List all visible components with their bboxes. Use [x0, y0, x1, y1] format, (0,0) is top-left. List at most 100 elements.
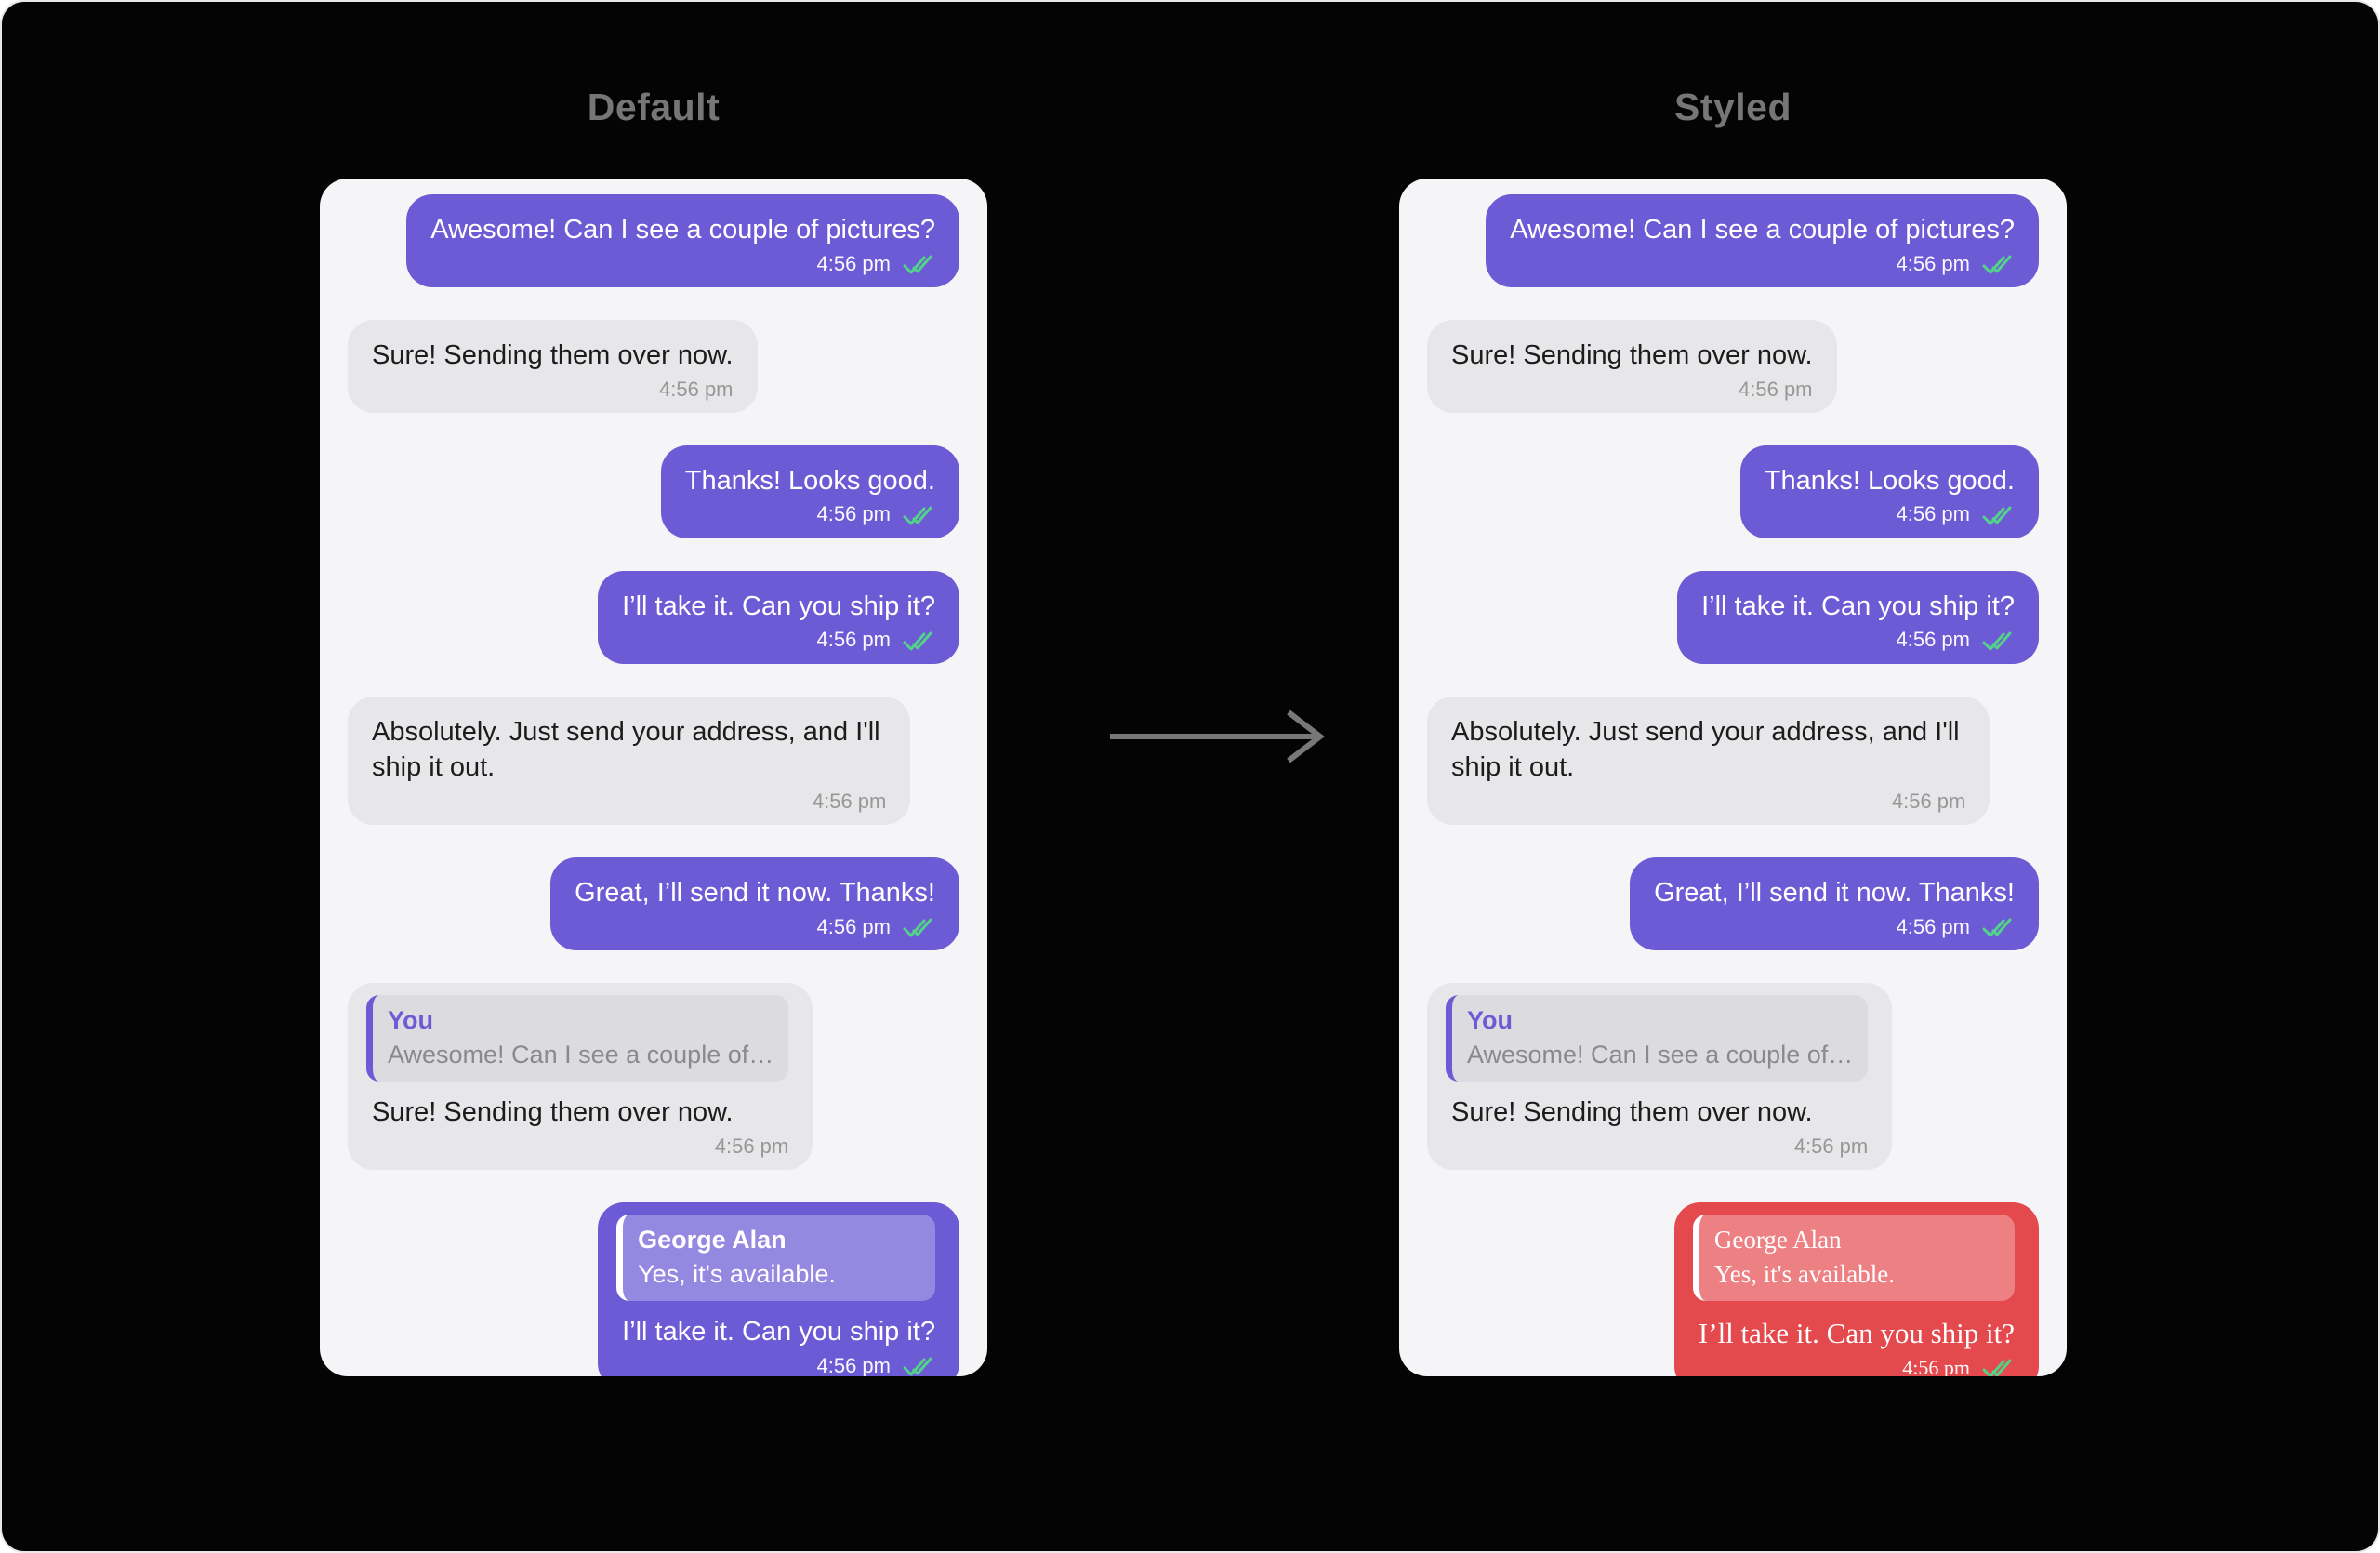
quoted-reply[interactable]: George Alan Yes, it's available.	[1692, 1215, 2015, 1301]
message-row: Thanks! Looks good. 4:56 pm	[348, 445, 959, 538]
message-meta: 4:56 pm	[1699, 1356, 2015, 1376]
message-text: Sure! Sending them over now.	[372, 339, 734, 370]
outgoing-message-bubble[interactable]: Awesome! Can I see a couple of pictures?…	[406, 194, 959, 287]
outgoing-message-bubble[interactable]: Great, I’ll send it now. Thanks! 4:56 pm	[550, 857, 959, 951]
incoming-message-bubble[interactable]: Absolutely. Just send your address, and …	[348, 696, 911, 826]
quoted-author: You	[388, 1006, 433, 1035]
message-meta: 4:56 pm	[575, 915, 935, 939]
message-meta: 4:56 pm	[1701, 628, 2015, 652]
message-meta: 4:56 pm	[1451, 1134, 1869, 1159]
message-timestamp: 4:56 pm	[812, 789, 887, 813]
outgoing-reply-message-bubble[interactable]: George Alan Yes, it's available. I’ll ta…	[598, 1202, 959, 1376]
message-row: Great, I’ll send it now. Thanks! 4:56 pm	[1427, 857, 2039, 951]
quoted-text: Awesome! Can I see a couple of…	[388, 1040, 774, 1069]
transform-arrow	[1106, 707, 1328, 766]
quoted-text: Awesome! Can I see a couple of…	[1467, 1040, 1854, 1069]
styled-column-title: Styled	[1673, 86, 1792, 128]
message-meta: 4:56 pm	[1765, 502, 2015, 526]
message-row: I’ll take it. Can you ship it? 4:56 pm	[348, 570, 959, 664]
incoming-reply-message-bubble[interactable]: You Awesome! Can I see a couple of… Sure…	[1427, 983, 1893, 1171]
message-row: George Alan Yes, it's available. I’ll ta…	[1427, 1202, 2039, 1376]
message-text: Sure! Sending them over now.	[372, 1097, 734, 1128]
message-timestamp: 4:56 pm	[1896, 628, 1971, 652]
message-meta: 4:56 pm	[1451, 378, 1813, 402]
message-row: Awesome! Can I see a couple of pictures?…	[1427, 194, 2039, 287]
message-text: Absolutely. Just send your address, and …	[372, 716, 880, 783]
message-text: Sure! Sending them over now.	[1451, 339, 1813, 370]
message-timestamp: 4:56 pm	[1896, 251, 1971, 275]
message-timestamp: 4:56 pm	[816, 914, 892, 938]
message-timestamp: 4:56 pm	[1739, 377, 1813, 401]
message-row: Sure! Sending them over now. 4:56 pm	[348, 319, 959, 413]
incoming-reply-message-bubble[interactable]: You Awesome! Can I see a couple of… Sure…	[348, 983, 813, 1171]
message-timestamp: 4:56 pm	[1793, 1134, 1869, 1158]
message-text: Awesome! Can I see a couple of pictures?	[1510, 215, 2015, 245]
message-row: Absolutely. Just send your address, and …	[1427, 696, 2039, 826]
message-meta: 4:56 pm	[622, 628, 935, 652]
message-row: Absolutely. Just send your address, and …	[348, 696, 959, 826]
message-row: Thanks! Looks good. 4:56 pm	[1427, 445, 2039, 538]
message-text: I’ll take it. Can you ship it?	[622, 591, 935, 621]
message-text: I’ll take it. Can you ship it?	[622, 1316, 935, 1347]
quoted-text: Yes, it's available.	[638, 1259, 836, 1288]
outgoing-reply-message-bubble-styled[interactable]: George Alan Yes, it's available. I’ll ta…	[1673, 1202, 2039, 1376]
message-meta: 4:56 pm	[685, 502, 935, 526]
read-receipt-icon	[1982, 918, 2012, 937]
message-row: George Alan Yes, it's available. I’ll ta…	[348, 1202, 959, 1376]
outgoing-message-bubble[interactable]: Thanks! Looks good. 4:56 pm	[1739, 445, 2039, 538]
message-timestamp: 4:56 pm	[1902, 1356, 1970, 1376]
incoming-message-bubble[interactable]: Sure! Sending them over now. 4:56 pm	[348, 319, 758, 413]
message-meta: 4:56 pm	[1654, 915, 2015, 939]
message-timestamp: 4:56 pm	[1891, 789, 1966, 813]
message-row: I’ll take it. Can you ship it? 4:56 pm	[1427, 570, 2039, 664]
message-text: Great, I’ll send it now. Thanks!	[1654, 878, 2015, 909]
read-receipt-icon	[903, 255, 932, 274]
quoted-text: Yes, it's available.	[1713, 1259, 1896, 1288]
quoted-reply[interactable]: You Awesome! Can I see a couple of…	[366, 995, 789, 1082]
incoming-message-bubble[interactable]: Absolutely. Just send your address, and …	[1427, 696, 1990, 826]
message-text: Thanks! Looks good.	[1764, 465, 2015, 496]
outgoing-message-bubble[interactable]: I’ll take it. Can you ship it? 4:56 pm	[598, 570, 959, 664]
message-row: You Awesome! Can I see a couple of… Sure…	[1427, 983, 2039, 1171]
read-receipt-icon	[1982, 506, 2012, 525]
message-row: Great, I’ll send it now. Thanks! 4:56 pm	[348, 857, 959, 951]
message-meta: 4:56 pm	[622, 1354, 935, 1376]
message-text: Great, I’ll send it now. Thanks!	[575, 878, 935, 909]
read-receipt-icon	[903, 918, 932, 937]
message-meta: 4:56 pm	[430, 252, 935, 276]
message-timestamp: 4:56 pm	[816, 628, 892, 652]
quoted-reply[interactable]: George Alan Yes, it's available.	[616, 1215, 935, 1301]
read-receipt-icon	[903, 1357, 932, 1376]
message-text: Awesome! Can I see a couple of pictures?	[430, 215, 935, 245]
outgoing-message-bubble[interactable]: Thanks! Looks good. 4:56 pm	[660, 445, 959, 538]
message-timestamp: 4:56 pm	[659, 377, 734, 401]
quoted-author: George Alan	[1713, 1226, 1842, 1254]
message-text: Absolutely. Just send your address, and …	[1451, 716, 1960, 783]
chat-panel-styled: Awesome! Can I see a couple of pictures?…	[1399, 179, 2067, 1376]
incoming-message-bubble[interactable]: Sure! Sending them over now. 4:56 pm	[1427, 319, 1837, 413]
message-timestamp: 4:56 pm	[1896, 914, 1971, 938]
read-receipt-icon	[1982, 1359, 2012, 1376]
outgoing-message-bubble[interactable]: I’ll take it. Can you ship it? 4:56 pm	[1677, 570, 2039, 664]
message-timestamp: 4:56 pm	[816, 502, 892, 526]
outgoing-message-bubble[interactable]: Great, I’ll send it now. Thanks! 4:56 pm	[1630, 857, 2039, 951]
message-text: Thanks! Looks good.	[684, 465, 935, 496]
message-text: Sure! Sending them over now.	[1451, 1097, 1813, 1128]
read-receipt-icon	[903, 631, 932, 651]
chat-panel-default: Awesome! Can I see a couple of pictures?…	[320, 179, 987, 1376]
message-row: Sure! Sending them over now. 4:56 pm	[1427, 319, 2039, 413]
message-meta: 4:56 pm	[1451, 789, 1966, 814]
read-receipt-icon	[1982, 631, 2012, 651]
message-row: Awesome! Can I see a couple of pictures?…	[348, 194, 959, 287]
quoted-reply[interactable]: You Awesome! Can I see a couple of…	[1446, 995, 1869, 1082]
message-timestamp: 4:56 pm	[816, 251, 892, 275]
outgoing-message-bubble[interactable]: Awesome! Can I see a couple of pictures?…	[1486, 194, 2039, 287]
message-meta: 4:56 pm	[372, 378, 734, 402]
read-receipt-icon	[1982, 255, 2012, 274]
quoted-author: You	[1467, 1006, 1513, 1035]
quoted-author: George Alan	[638, 1226, 787, 1254]
message-timestamp: 4:56 pm	[816, 1353, 892, 1376]
read-receipt-icon	[903, 506, 932, 525]
message-timestamp: 4:56 pm	[714, 1134, 789, 1158]
